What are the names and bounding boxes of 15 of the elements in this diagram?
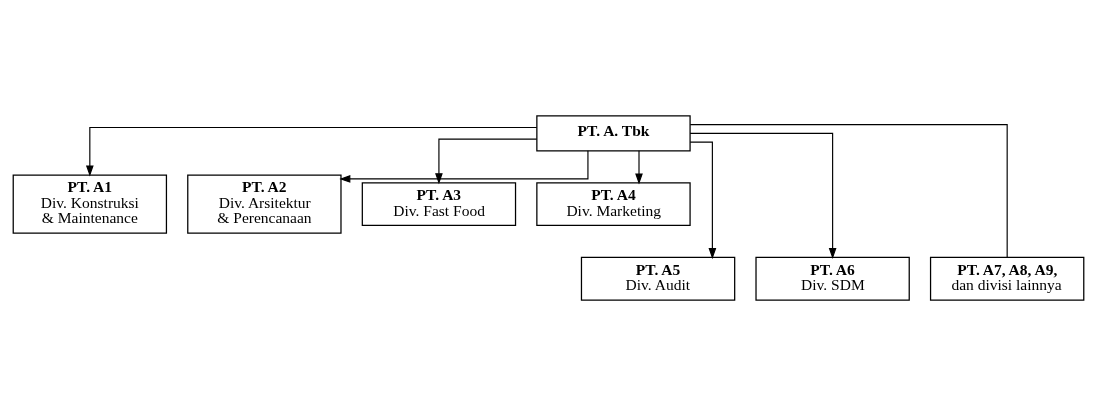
node-box: PT. A7, A8, A9, dan divisi lainnya [929,256,1085,301]
node-box: PT. A5 Div. Audit [580,256,736,301]
connector [689,123,1008,258]
arrow [689,141,717,259]
arrow [85,126,538,176]
node-box: PT. A6 Div. SDM [755,256,910,301]
arrow [689,132,837,259]
arrow [635,149,643,185]
arrow [339,149,589,183]
node-box: PT. A1 Div. Konstruksi & Maintenance [12,173,168,234]
arrow [435,138,538,184]
node-box: PT. A4 Div. Marketing [536,181,691,226]
node-box: PT. A. Tbk [536,114,691,151]
node-box: PT. A3 Div. Fast Food [361,181,517,226]
node-box: PT. A2 Div. Arsitektur & Perencanaan [187,173,342,234]
